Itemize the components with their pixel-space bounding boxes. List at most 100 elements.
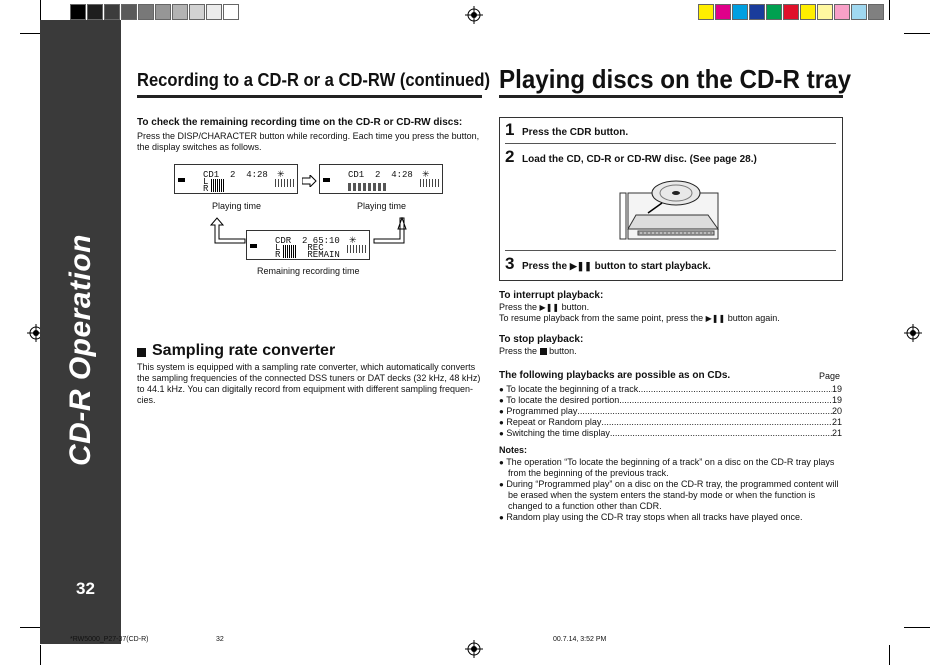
color-bar (698, 4, 885, 20)
footer-date: 00.7.14, 3:52 PM (553, 636, 607, 643)
list-item: ● Switching the time display21 (499, 428, 842, 439)
track-grid-icon (420, 179, 440, 187)
step-number: 1 (505, 120, 515, 139)
color-swatch (206, 4, 222, 20)
arrow-return-left-icon (209, 217, 246, 244)
lcd-line2: L REC (275, 243, 324, 253)
bullet-icon: ● (499, 396, 504, 405)
sidebar (40, 20, 121, 644)
interrupt-line2: To resume playback from the same point, … (499, 313, 780, 323)
sampling-heading: Sampling rate converter (152, 342, 336, 359)
bullet-icon: ● (499, 513, 504, 522)
footer-page: 32 (216, 636, 224, 643)
registration-mark-icon (465, 640, 483, 658)
color-swatch (138, 4, 154, 20)
crop-mark (20, 33, 46, 34)
level-meter-icon (283, 245, 297, 258)
color-swatch (749, 4, 765, 20)
bullet-icon: ● (499, 385, 504, 394)
list-item: ● To locate the desired portion19 (499, 395, 842, 406)
playbacks-heading: The following playbacks are possible as … (499, 370, 731, 381)
color-swatch (155, 4, 171, 20)
arrow-down-right-icon (373, 217, 407, 244)
sparkle-icon: ✳ (422, 169, 430, 179)
note-item: ● The operation “To locate the beginning… (499, 457, 835, 478)
step-number: 2 (505, 147, 515, 166)
color-swatch (834, 4, 850, 20)
lcd-line3: R REMAIN (275, 250, 340, 260)
crop-mark (904, 33, 930, 34)
left-section-title: Recording to a CD-R or a CD-RW (continue… (137, 70, 490, 90)
play-pause-icon: ▶❚❚ (705, 314, 726, 323)
bullet-icon: ● (499, 458, 504, 467)
list-item: ● Programmed play20 (499, 406, 842, 417)
color-swatch (715, 4, 731, 20)
note-item: ● During “Programmed play” on a disc on … (499, 479, 839, 511)
sidebar-title: CD-R Operation (63, 234, 97, 466)
crop-mark (40, 0, 41, 20)
track-grid-icon (347, 245, 367, 253)
footer-file: *RW5000_P27-37(CD-R) (70, 636, 149, 643)
lcd-line1: CD1 2 4:28 (348, 170, 413, 180)
stop-icon (178, 178, 185, 182)
color-swatch (172, 4, 188, 20)
bullet-icon: ● (499, 429, 504, 438)
crop-mark (889, 645, 890, 665)
lcd-display-remaining: CDR 2 65:10 L REC R REMAIN ✳ (246, 230, 370, 260)
right-title-rule (499, 95, 843, 98)
track-grid-icon (275, 179, 295, 187)
step-number: 3 (505, 254, 515, 273)
cd-tray-illustration (619, 180, 719, 240)
left-title-rule (137, 95, 482, 98)
color-swatch (732, 4, 748, 20)
color-swatch (783, 4, 799, 20)
color-swatch (70, 4, 86, 20)
list-item: ● To locate the beginning of a track19 (499, 384, 842, 395)
crop-mark (40, 645, 41, 665)
check-body: Press the DISP/CHARACTER button while re… (137, 131, 480, 152)
arrow-right-icon (302, 175, 317, 187)
page-number: 32 (76, 579, 95, 598)
stop-icon (539, 348, 547, 355)
display-caption: Playing time (212, 201, 262, 211)
level-meter-icon (211, 179, 225, 192)
registration-mark-icon (904, 324, 922, 342)
crop-mark (20, 627, 46, 628)
sparkle-icon: ✳ (277, 169, 285, 179)
lcd-line3: R (203, 184, 209, 194)
lcd-display-playing-1: CD1 2 4:28 L R ✳ (174, 164, 298, 194)
stop-icon (250, 244, 257, 248)
step-divider (505, 250, 836, 251)
square-bullet-icon (137, 348, 146, 357)
lcd-line1: CDR 2 65:10 (275, 236, 340, 246)
color-swatch (851, 4, 867, 20)
color-swatch (189, 4, 205, 20)
step-text: Press the ▶❚❚ button to start playback. (522, 261, 711, 272)
color-swatch (223, 4, 239, 20)
color-swatch (87, 4, 103, 20)
registration-mark-icon (465, 6, 483, 24)
crop-mark (889, 0, 890, 20)
interrupt-line1: Press the ▶❚❚ button. (499, 302, 590, 312)
color-swatch (766, 4, 782, 20)
interrupt-heading: To interrupt playback: (499, 290, 604, 301)
page-column-label: Page (819, 371, 841, 381)
play-pause-icon: ▶❚❚ (569, 261, 592, 271)
display-caption: Remaining recording time (257, 266, 360, 276)
crop-mark (904, 627, 930, 628)
sampling-body: This system is equipped with a sampling … (137, 362, 481, 405)
steps-box (499, 117, 843, 281)
color-swatch (121, 4, 137, 20)
list-item: ● Repeat or Random play21 (499, 417, 842, 428)
bullet-icon: ● (499, 418, 504, 427)
color-swatch (817, 4, 833, 20)
right-section-title: Playing discs on the CD-R tray (499, 64, 852, 94)
lcd-line2: L (203, 177, 209, 187)
play-pause-icon: ▶❚❚ (539, 303, 560, 312)
display-caption: Playing time (357, 201, 407, 211)
color-swatch (800, 4, 816, 20)
gray-color-bar (70, 4, 240, 20)
spectrum-icon (348, 183, 388, 191)
note-item: ● Random play using the CD-R tray stops … (499, 512, 803, 522)
stop-line: Press the button. (499, 346, 577, 356)
